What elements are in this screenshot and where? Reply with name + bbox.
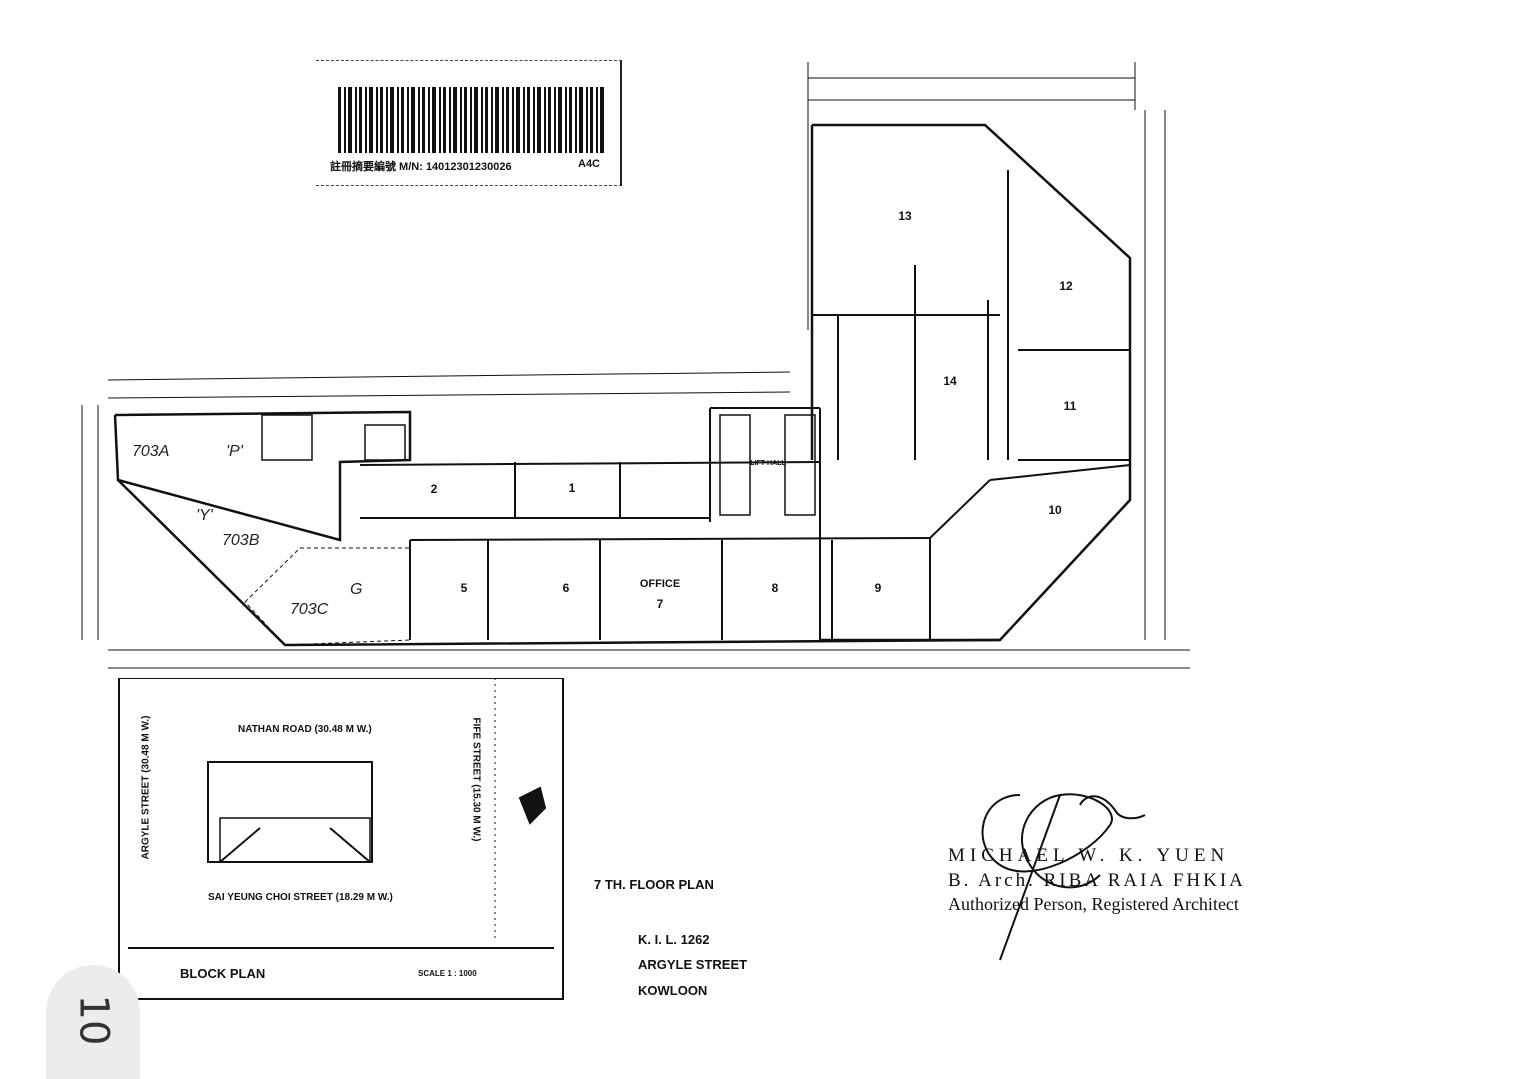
block-plan-title: BLOCK PLAN <box>180 966 266 981</box>
unit-label-5: 5 <box>461 581 468 595</box>
office-label: OFFICE <box>640 578 680 590</box>
handwritten-703c-mark: G <box>350 581 362 598</box>
barcode-code: A4C <box>578 158 601 170</box>
block-plan-street-right: FIFE STREET (15.30 M W.) <box>470 717 482 842</box>
lot-street: ARGYLE STREET <box>638 957 748 972</box>
architect-role: Authorized Person, Registered Architect <box>948 894 1239 914</box>
handwritten-703c: 703C <box>290 601 329 618</box>
unit-label-10: 10 <box>1048 503 1062 517</box>
block-plan-drawing <box>120 678 562 949</box>
page-number-badge: 10 <box>46 965 140 1079</box>
block-plan: NATHAN ROAD (30.48 M W.) SAI YEUNG CHOI … <box>118 678 564 1000</box>
plan-title: 7 TH. FLOOR PLAN <box>594 877 714 892</box>
unit-label-14: 14 <box>943 374 957 388</box>
lift-hall-label: LIFT HALL <box>750 460 786 467</box>
architect-qualifications: B. Arch. RIBA RAIA FHKIA <box>948 870 1246 891</box>
barcode-label: 註冊摘要編號 M/N: 14012301230026 <box>330 161 512 173</box>
barcode-icon <box>338 87 604 153</box>
handwritten-703a: 703A <box>132 443 169 460</box>
block-plan-scale: SCALE 1 : 1000 <box>418 969 477 978</box>
lot-number: K. I. L. 1262 <box>638 932 710 947</box>
lot-district: KOWLOON <box>638 983 708 998</box>
unit-label-6: 6 <box>563 581 570 595</box>
block-plan-street-top: NATHAN ROAD (30.48 M W.) <box>238 724 372 735</box>
unit-label-13: 13 <box>898 209 912 223</box>
block-plan-street-bottom: SAI YEUNG CHOI STREET (18.29 M W.) <box>208 892 393 903</box>
barcode-stamp: 註冊摘要編號 M/N: 14012301230026 A4C <box>316 60 622 186</box>
handwritten-703b-mark: 'Y' <box>196 507 214 524</box>
block-plan-street-left: ARGYLE STREET (30.48 M W.) <box>140 715 152 860</box>
unit-label-9: 9 <box>875 581 882 595</box>
handwritten-703b: 703B <box>222 532 260 549</box>
signature-icon <box>981 793 1146 961</box>
unit-label-7: 7 <box>657 597 664 611</box>
unit-label-12: 12 <box>1059 279 1073 293</box>
unit-label-1: 1 <box>569 481 576 495</box>
unit-label-8: 8 <box>772 581 779 595</box>
page-number: 10 <box>70 994 116 1046</box>
unit-label-11: 11 <box>1064 399 1077 413</box>
handwritten-703a-mark: 'P' <box>226 443 244 460</box>
unit-label-2: 2 <box>431 482 438 496</box>
architect-name: MICHAEL W. K. YUEN <box>948 845 1230 866</box>
